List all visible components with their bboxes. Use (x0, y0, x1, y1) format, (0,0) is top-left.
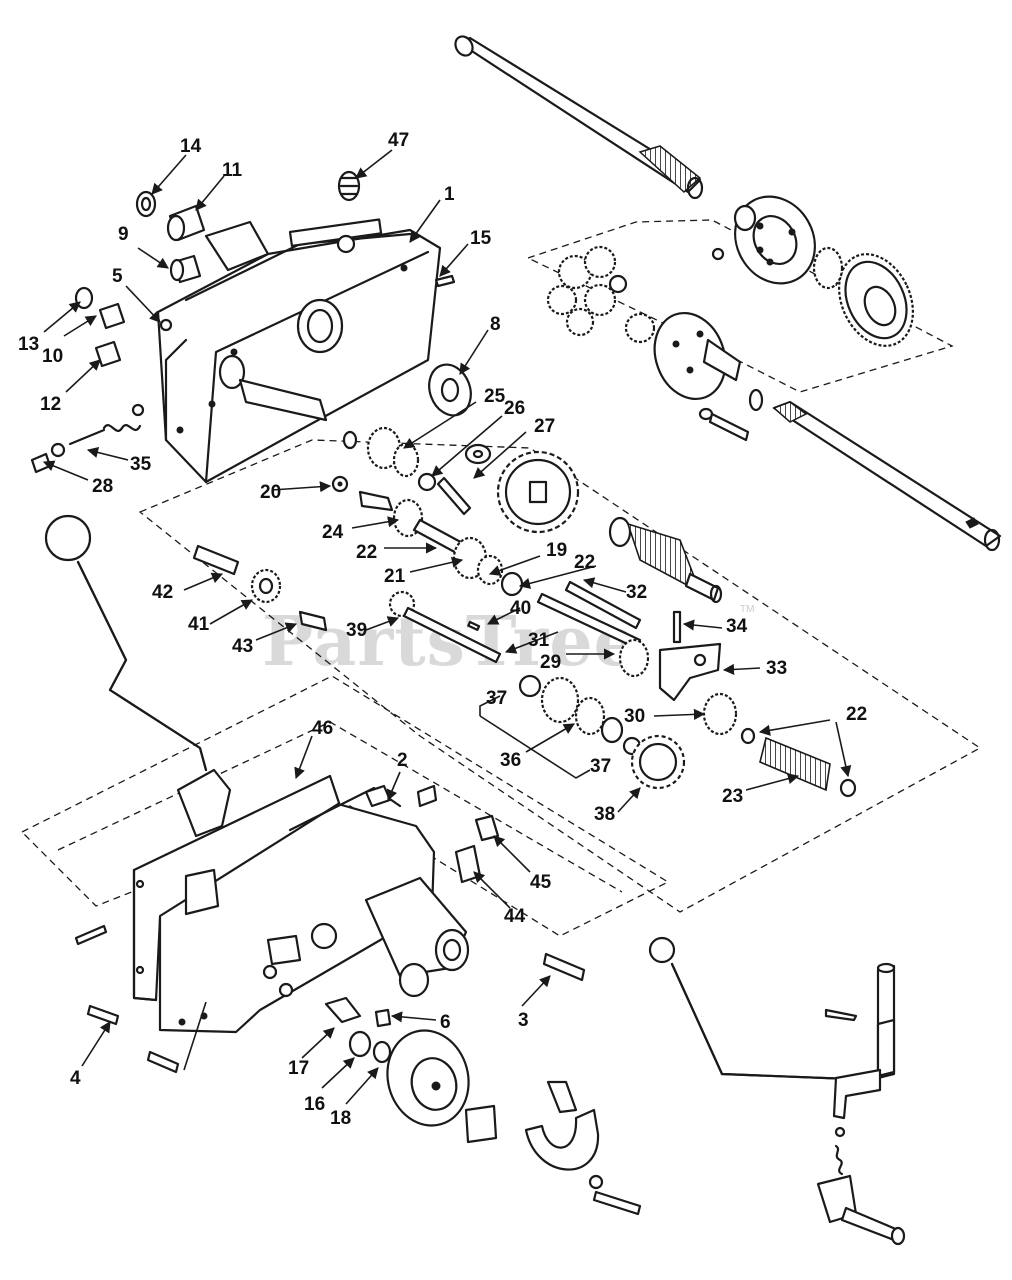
upper-gear-shaft (331, 426, 472, 516)
large-gear (496, 450, 580, 534)
gear-cluster-outline (138, 439, 982, 913)
callout-4: 4 (70, 1068, 81, 1089)
spider-gear-cluster (546, 245, 656, 344)
bolts-and-fittings (74, 814, 642, 1216)
differential-housing (711, 195, 816, 285)
shift-lever (44, 514, 232, 867)
callout-22c: 22 (846, 704, 867, 725)
differential-carrier (653, 311, 764, 442)
callout-3: 3 (518, 1010, 529, 1031)
callout-19: 19 (546, 540, 567, 561)
axle-shaft-lower (772, 400, 1002, 552)
callout-44: 44 (504, 906, 526, 927)
callout-21: 21 (384, 566, 406, 587)
callout-37b: 37 (590, 756, 611, 777)
callout-47: 47 (388, 130, 409, 151)
cluster-gear-lower (518, 674, 642, 756)
watermark-tm: TM (740, 604, 754, 615)
ring-gear (812, 246, 914, 347)
callout-45: 45 (530, 872, 552, 893)
callout-32: 32 (626, 582, 647, 603)
case-gasket (132, 868, 158, 1002)
callout-34: 34 (726, 616, 748, 637)
pinion-and-pin (192, 544, 328, 632)
callout-20: 20 (260, 482, 281, 503)
callout-39: 39 (346, 620, 367, 641)
callout-14: 14 (180, 136, 202, 157)
callout-25: 25 (484, 386, 506, 407)
upper-case-housing (156, 218, 442, 484)
callout-35: 35 (130, 454, 152, 475)
lower-gears-and-shaft (630, 692, 857, 798)
callout-41: 41 (188, 614, 210, 635)
callout-24: 24 (322, 522, 344, 543)
callout-33: 33 (766, 658, 787, 679)
shift-fork-assembly (618, 638, 722, 702)
housing-outline (20, 675, 670, 937)
callout-6: 6 (440, 1012, 451, 1033)
callout-38: 38 (594, 804, 615, 825)
callout-5: 5 (112, 266, 123, 287)
callout-15: 15 (470, 228, 492, 249)
lower-case-housing (132, 774, 470, 1034)
callout-16: 16 (304, 1094, 325, 1115)
callout-10: 10 (42, 346, 63, 367)
callout-28: 28 (92, 476, 113, 497)
callout-43: 43 (232, 636, 253, 657)
callout-12: 12 (40, 394, 61, 415)
callout-17: 17 (288, 1058, 309, 1079)
callout-42: 42 (152, 582, 173, 603)
callout-29: 29 (540, 652, 561, 673)
callout-8: 8 (490, 314, 501, 335)
callout-23: 23 (722, 786, 743, 807)
shift-linkage (648, 936, 906, 1246)
brake-drum-and-band (386, 1029, 604, 1190)
callout-9: 9 (118, 224, 129, 245)
callout-40: 40 (510, 598, 531, 619)
callout-18: 18 (330, 1108, 351, 1129)
callout-22b: 22 (574, 552, 595, 573)
callout-11: 11 (222, 160, 243, 181)
callout-labels: 1 2 3 4 5 6 8 9 10 11 12 13 14 15 16 17 … (18, 130, 867, 1129)
detent-spring-parts (30, 403, 145, 474)
callout-31: 31 (528, 630, 550, 651)
callout-2: 2 (397, 750, 408, 771)
axle-shaft-upper (454, 35, 704, 200)
callout-1: 1 (444, 184, 455, 205)
callout-37a: 37 (486, 688, 507, 709)
callout-30: 30 (624, 706, 645, 727)
callout-26: 26 (504, 398, 525, 419)
gasket-outline (57, 721, 623, 893)
leader-lines (42, 149, 852, 1105)
callout-13: 13 (18, 334, 39, 355)
output-shaft-splined (608, 516, 723, 604)
callout-46: 46 (312, 718, 333, 739)
callout-22a: 22 (356, 542, 377, 563)
axle-assembly-outline (526, 219, 954, 393)
callout-36: 36 (500, 750, 521, 771)
callout-27: 27 (534, 416, 555, 437)
